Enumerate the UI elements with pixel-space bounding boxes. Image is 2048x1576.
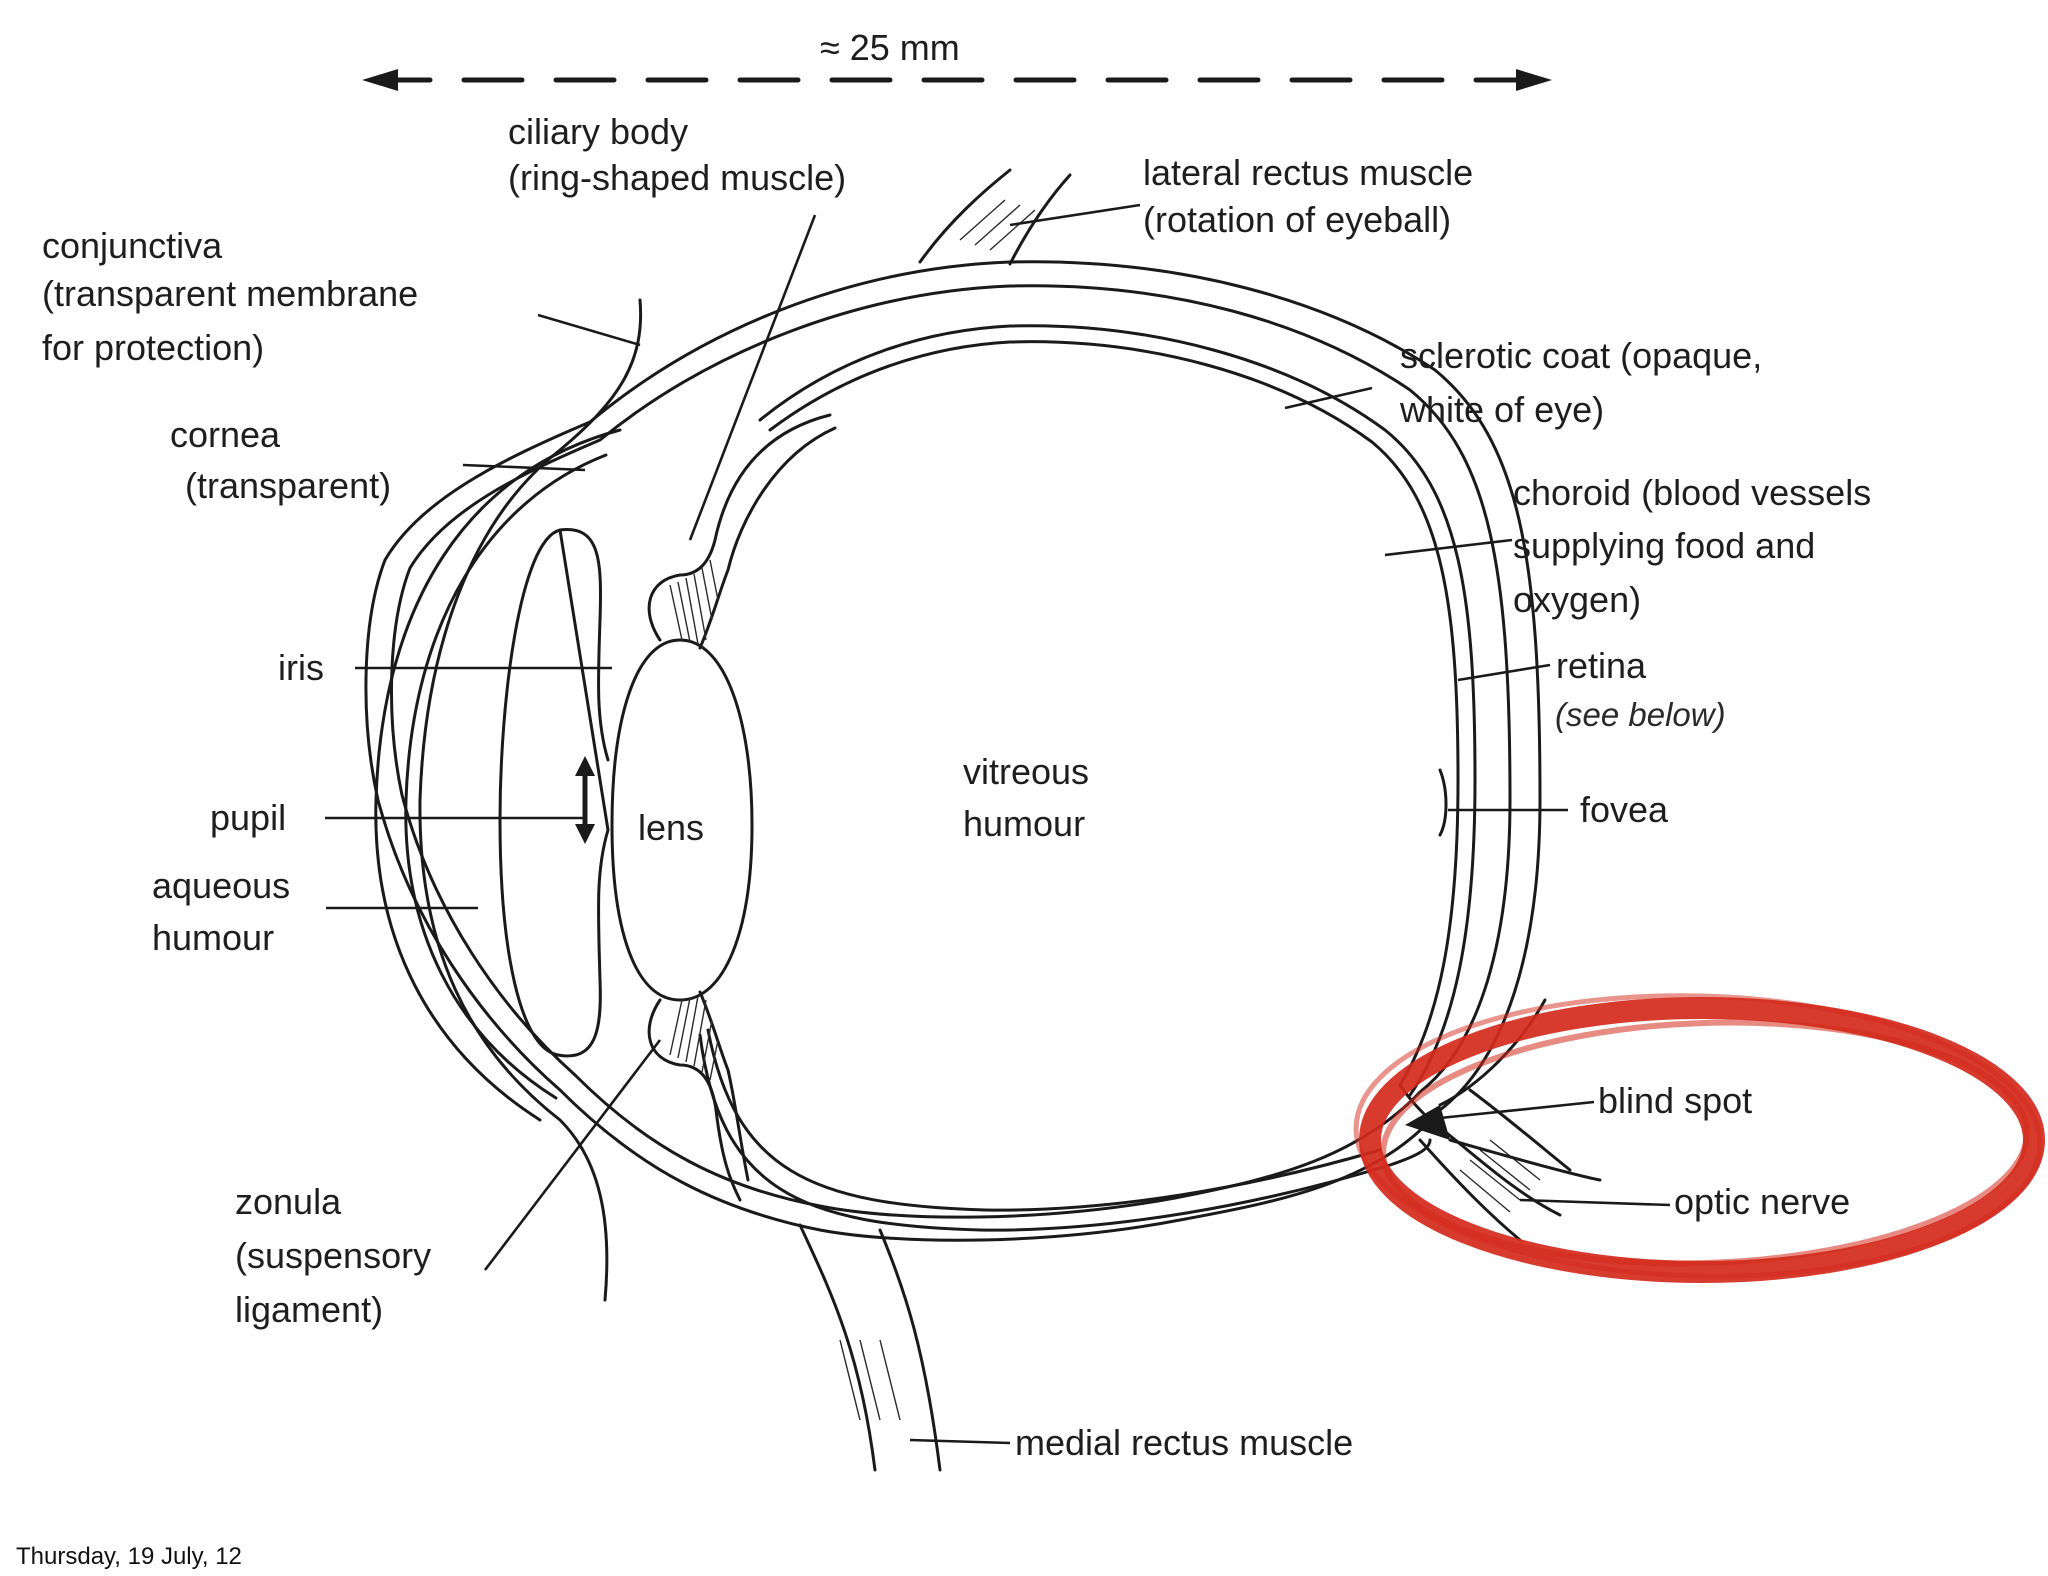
label-medial-rectus: medial rectus muscle (1015, 1422, 1353, 1463)
optic-nerve-hatch (1459, 1139, 1541, 1213)
label-conjunctiva-1: conjunctiva (42, 225, 223, 266)
sclera-outer (364, 260, 1542, 1242)
conjunctiva (418, 298, 643, 1302)
label-retina: retina (1556, 645, 1647, 686)
label-optic-nerve: optic nerve (1674, 1181, 1850, 1222)
lens (610, 638, 754, 1002)
ciliary-body-lower-hatch (669, 995, 719, 1081)
scale-label: ≈ 25 mm (820, 27, 960, 68)
label-lateral-rectus-2: (rotation of eyeball) (1143, 199, 1451, 240)
label-conjunctiva-2: (transparent membrane (42, 273, 418, 314)
iris-outline (498, 528, 610, 1058)
label-retina-note: (see below) (1555, 696, 1726, 733)
choroid-layer (758, 324, 1477, 1097)
cornea-outer (374, 428, 622, 1122)
label-choroid-2: supplying food and (1513, 525, 1815, 566)
label-lens: lens (638, 807, 704, 848)
leader-lines (325, 203, 1671, 1445)
scale-bar: ≈ 25 mm (362, 27, 1552, 91)
label-choroid-3: oxygen) (1513, 579, 1641, 620)
label-vitreous-1: vitreous (963, 751, 1089, 792)
lateral-rectus-muscle (918, 168, 1012, 264)
label-aqueous-1: aqueous (152, 865, 290, 906)
label-vitreous-2: humour (963, 803, 1085, 844)
label-iris: iris (278, 647, 324, 688)
label-aqueous-2: humour (152, 917, 274, 958)
label-zonula-3: ligament) (235, 1289, 383, 1330)
label-cornea-2: (transparent) (185, 465, 391, 506)
label-zonula-1: zonula (235, 1181, 342, 1222)
label-ciliary-body-1: ciliary body (508, 111, 688, 152)
footer-date: Thursday, 19 July, 12 (16, 1543, 242, 1570)
labels: ciliary body (ring-shaped muscle) latera… (42, 111, 1871, 1463)
label-conjunctiva-3: for protection) (42, 327, 264, 368)
label-choroid-1: choroid (blood vessels (1513, 472, 1871, 513)
label-blind-spot: blind spot (1598, 1080, 1752, 1121)
eyeball (364, 168, 1602, 1472)
label-ciliary-body-2: (ring-shaped muscle) (508, 157, 846, 198)
medial-rectus-muscle (798, 1223, 877, 1472)
retina-layer (768, 340, 1460, 1087)
sclera-inner (390, 284, 1512, 1219)
label-cornea-1: cornea (170, 414, 281, 455)
label-fovea: fovea (1580, 789, 1669, 830)
label-zonula-2: (suspensory (235, 1235, 431, 1276)
label-pupil: pupil (210, 797, 286, 838)
ciliary-body-upper-hatch (669, 559, 719, 645)
highlight-ellipse (1353, 993, 2045, 1283)
blind-spot-mark (1405, 1105, 1450, 1140)
label-lateral-rectus-1: lateral rectus muscle (1143, 152, 1473, 193)
label-sclerotic-coat-2: white of eye) (1399, 389, 1604, 430)
label-sclerotic-coat-1: sclerotic coat (opaque, (1400, 335, 1762, 376)
